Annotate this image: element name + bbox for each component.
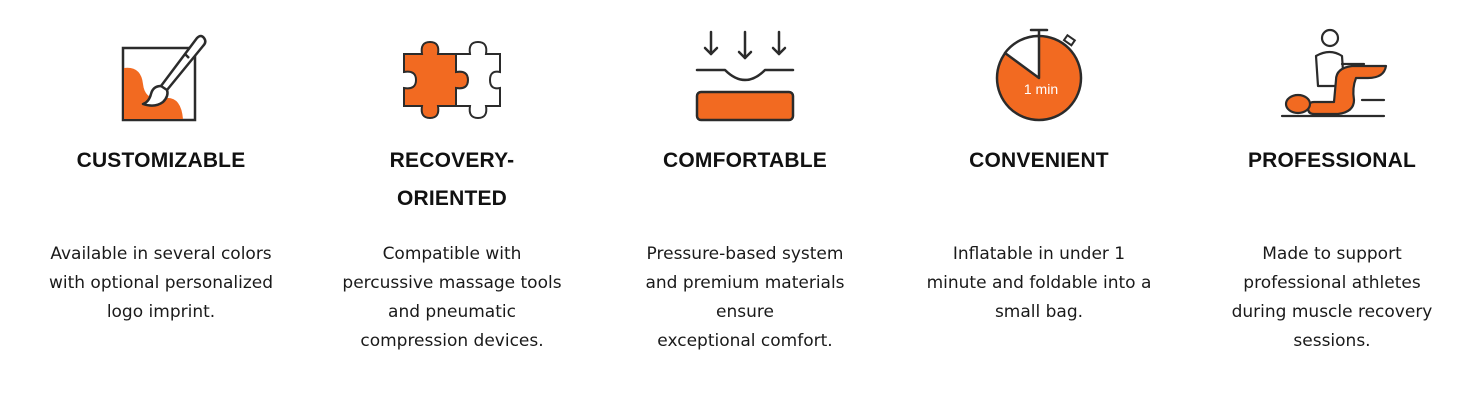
feature-desc-line: logo imprint. [106,302,216,322]
feature-desc-line: and pneumatic [388,302,516,322]
feature-title-line: ORIENTED [396,187,508,210]
feature-desc-line: exceptional comfort. [657,331,833,351]
feature-title: CUSTOMIZABLE [16,142,306,180]
feature-description: Inflatable in under 1 minute and foldabl… [894,240,1184,327]
paintbrush-canvas-icon [101,28,221,128]
feature-description: Available in several colors with optiona… [16,240,306,327]
feature-desc-line: Compatible with [382,244,522,264]
feature-description: Pressure-based system and premium materi… [600,240,890,356]
feature-description: Compatible with percussive massage tools… [307,240,597,356]
stopwatch-icon: 1 min [979,28,1099,128]
feature-desc-line: sessions. [1293,331,1371,351]
massage-therapist-icon [1272,28,1392,128]
feature-desc-line: Available in several colors [50,244,272,264]
feature-title: CONVENIENT [894,142,1184,180]
feature-desc-line: during muscle recovery [1231,302,1433,322]
feature-desc-line: professional athletes [1243,273,1421,293]
feature-desc-line: Made to support [1262,244,1402,264]
feature-desc-line: Inflatable in under 1 [952,244,1126,264]
feature-title-line: COMFORTABLE [663,149,827,172]
feature-title-line: PROFESSIONAL [1247,149,1417,172]
feature-title: RECOVERY- ORIENTED [307,142,597,218]
feature-desc-line: minute and foldable into a [926,273,1152,293]
feature-desc-line: Pressure-based system [646,244,844,264]
feature-description: Made to support professional athletes du… [1187,240,1477,356]
feature-title-line: CONVENIENT [969,149,1109,172]
feature-desc-line: percussive massage tools [342,273,562,293]
feature-title: PROFESSIONAL [1187,142,1477,180]
puzzle-pieces-icon [392,28,512,128]
pressure-cushion-icon [685,28,805,128]
stopwatch-label: 1 min [1024,81,1058,97]
feature-title-line: RECOVERY- [389,149,515,172]
feature-title: COMFORTABLE [600,142,890,180]
feature-desc-line: compression devices. [360,331,544,351]
feature-desc-line: with optional personalized [48,273,274,293]
feature-title-line: CUSTOMIZABLE [76,149,246,172]
feature-desc-line: ensure [716,302,774,322]
feature-desc-line: small bag. [994,302,1084,322]
feature-desc-line: and premium materials [645,273,845,293]
